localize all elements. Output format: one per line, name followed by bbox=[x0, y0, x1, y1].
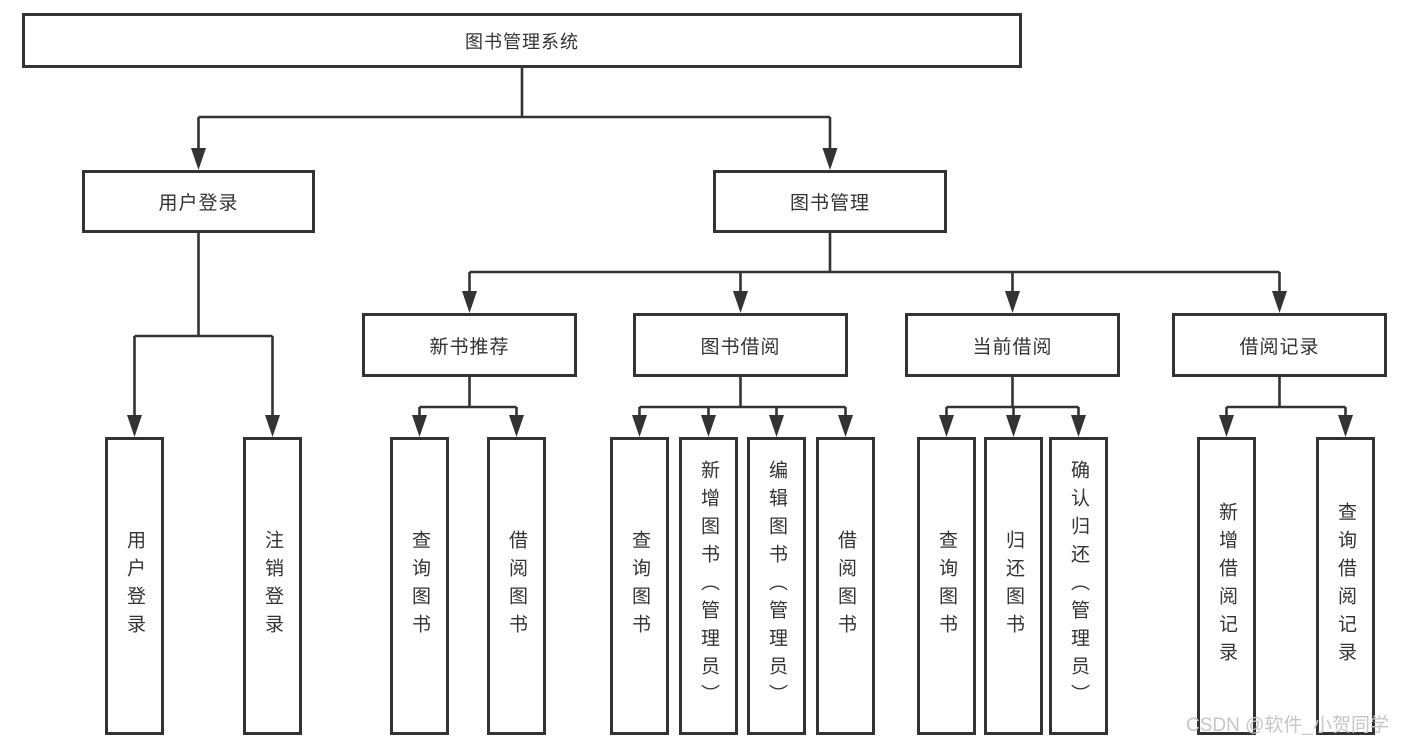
leaf-label: 查询借阅记录 bbox=[1335, 502, 1356, 670]
leaf-return-books: 归还图书 bbox=[984, 437, 1043, 735]
leaf-user-login: 用户登录 bbox=[105, 437, 164, 735]
connector-borrowing-records-children bbox=[1225, 377, 1347, 418]
node-label: 新书推荐 bbox=[429, 336, 510, 358]
node-current-borrowing: 当前借阅 bbox=[905, 313, 1120, 377]
node-library-management-system: 图书管理系统 bbox=[22, 13, 1022, 68]
leaf-label: 查询图书 bbox=[409, 530, 430, 642]
connector-new-book-children bbox=[418, 377, 518, 418]
node-label: 图书管理 bbox=[789, 193, 870, 214]
node-label: 借阅记录 bbox=[1239, 336, 1320, 358]
leaf-label: 确认归还（管理员） bbox=[1068, 460, 1089, 712]
leaf-edit-books-admin: 编辑图书（管理员） bbox=[747, 437, 806, 735]
leaf-label: 借阅图书 bbox=[506, 530, 527, 642]
connector-book-management-children bbox=[468, 233, 1281, 294]
leaf-query-books-borrowing: 查询图书 bbox=[610, 437, 669, 735]
node-book-borrowing: 图书借阅 bbox=[633, 313, 848, 377]
leaf-label: 新增图书（管理员） bbox=[698, 460, 719, 712]
connector-current-borrowing-children bbox=[945, 377, 1080, 418]
leaf-logout: 注销登录 bbox=[243, 437, 302, 735]
leaf-label: 用户登录 bbox=[124, 530, 145, 642]
leaf-query-books-current: 查询图书 bbox=[917, 437, 976, 735]
leaf-borrow-books: 借阅图书 bbox=[816, 437, 875, 735]
leaf-label: 借阅图书 bbox=[835, 530, 856, 642]
leaf-label: 归还图书 bbox=[1003, 530, 1024, 642]
connector-root-to-level2 bbox=[197, 68, 832, 151]
leaf-confirm-return-admin: 确认归还（管理员） bbox=[1049, 437, 1108, 735]
node-label: 图书借阅 bbox=[700, 336, 781, 358]
leaf-borrow-books-recommend: 借阅图书 bbox=[487, 437, 546, 735]
node-book-management-module: 图书管理 bbox=[713, 170, 947, 233]
leaf-label: 注销登录 bbox=[262, 530, 283, 642]
arrowheads bbox=[127, 148, 1353, 437]
node-new-book-recommendation: 新书推荐 bbox=[362, 313, 577, 377]
connector-user-login-children bbox=[133, 233, 274, 418]
leaf-add-books-admin: 新增图书（管理员） bbox=[679, 437, 738, 735]
connector-book-borrowing-children bbox=[638, 377, 847, 418]
node-label: 图书管理系统 bbox=[465, 31, 579, 52]
node-borrowing-records: 借阅记录 bbox=[1172, 313, 1387, 377]
watermark: CSDN @软件_小贺同学 bbox=[1186, 715, 1389, 736]
node-label: 当前借阅 bbox=[972, 336, 1053, 358]
node-user-login-module: 用户登录 bbox=[82, 170, 315, 233]
leaf-label: 编辑图书（管理员） bbox=[766, 460, 787, 712]
leaf-query-borrow-record: 查询借阅记录 bbox=[1316, 437, 1375, 735]
node-label: 用户登录 bbox=[158, 193, 239, 214]
leaf-label: 查询图书 bbox=[936, 530, 957, 642]
leaf-add-borrow-record: 新增借阅记录 bbox=[1197, 437, 1256, 735]
leaf-query-books-recommend: 查询图书 bbox=[390, 437, 449, 735]
leaf-label: 查询图书 bbox=[629, 530, 650, 642]
leaf-label: 新增借阅记录 bbox=[1216, 502, 1237, 670]
